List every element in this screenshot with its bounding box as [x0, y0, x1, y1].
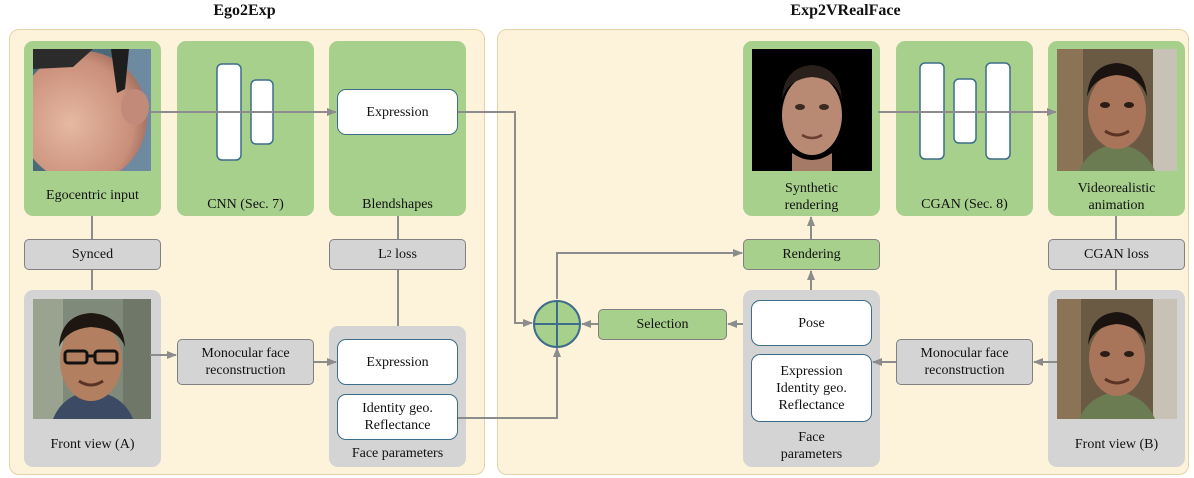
expression-node: Expression	[337, 89, 458, 135]
cgan-caption: CGAN (Sec. 8)	[921, 197, 1008, 212]
front-view-a-box: Front view (A)	[24, 290, 161, 467]
face-parameters-left-caption: Face parameters	[351, 446, 444, 461]
monocular-reconstruction-right: Monocular face reconstruction	[896, 339, 1033, 385]
l2-loss-text: loss	[391, 247, 417, 262]
blendshapes-caption: Blendshapes	[362, 197, 433, 212]
cgan-box: CGAN (Sec. 8)	[896, 41, 1033, 216]
videorealistic-caption: Videorealistic animation	[1077, 181, 1156, 213]
fp-expression-node: Expression	[337, 339, 458, 385]
videorealistic-box: Videorealistic animation	[1048, 41, 1185, 216]
face-parameters-right-caption: Face parameters	[780, 430, 843, 462]
synthetic-rendering-image	[752, 49, 872, 171]
front-view-a-caption: Front view (A)	[50, 437, 135, 452]
egocentric-image	[33, 49, 151, 171]
egocentric-caption: Egocentric input	[46, 188, 139, 203]
synced-node: Synced	[24, 239, 161, 270]
front-view-b-box: Front view (B)	[1048, 290, 1185, 467]
ego2exp-title: Ego2Exp	[213, 2, 276, 19]
videorealistic-image	[1057, 49, 1177, 171]
cnn-box: CNN (Sec. 7)	[177, 41, 314, 216]
front-view-b-image	[1057, 299, 1177, 419]
cnn-caption: CNN (Sec. 7)	[207, 197, 284, 212]
l2-letter: L	[378, 247, 387, 262]
cgan-loss-node: CGAN loss	[1048, 239, 1185, 270]
fp-identity-node: Identity geo. Reflectance	[337, 394, 458, 440]
front-view-b-caption: Front view (B)	[1074, 437, 1159, 452]
rendering-node: Rendering	[743, 239, 880, 270]
l2-subscript: 2	[386, 249, 392, 260]
pose-node: Pose	[751, 300, 872, 346]
synthetic-rendering-box: Synthetic rendering	[743, 41, 880, 216]
synthetic-rendering-caption: Synthetic rendering	[784, 181, 839, 213]
front-view-a-image	[33, 299, 151, 419]
monocular-reconstruction-left: Monocular face reconstruction	[177, 339, 314, 385]
exp2vrealface-title: Exp2VRealFace	[790, 2, 901, 19]
expr-identity-node: Expression Identity geo. Reflectance	[751, 354, 872, 422]
egocentric-input-box: Egocentric input	[24, 41, 161, 216]
selection-node: Selection	[598, 309, 727, 340]
